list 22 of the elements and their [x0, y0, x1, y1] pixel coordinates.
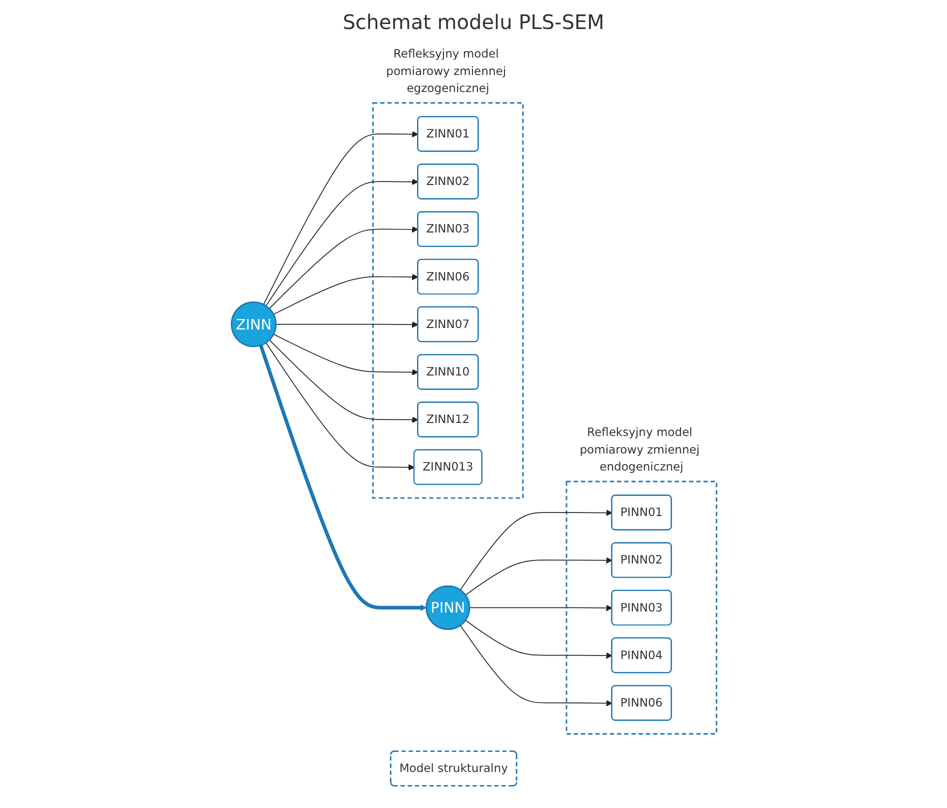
- arrow: [268, 340, 418, 423]
- arrow: [268, 226, 418, 310]
- arrow: [272, 274, 418, 315]
- arrow: [262, 131, 418, 305]
- arrow: [459, 510, 612, 590]
- node-label: Refleksyjny model pomiarowy zmiennej endogenicznej: [579, 425, 700, 474]
- node-circle: ZINN: [230, 301, 276, 348]
- node-circle: PINN: [425, 585, 470, 630]
- cluster: [565, 480, 717, 735]
- arrow: [258, 344, 426, 611]
- node-label: Refleksyjny model pomiarowy zmiennej egzogenicznej: [386, 46, 506, 95]
- arrow: [464, 557, 612, 596]
- arrow: [464, 620, 612, 659]
- diagram-title: Schemat modelu PLS-SEM: [342, 10, 606, 34]
- arrow: [265, 178, 418, 306]
- arrow: [265, 342, 414, 471]
- arrow: [272, 334, 418, 376]
- arrow: [459, 624, 612, 706]
- arrow: [468, 604, 612, 612]
- cluster: [372, 102, 524, 499]
- arrow: [274, 321, 418, 328]
- node-text: Model strukturalny: [398, 761, 508, 775]
